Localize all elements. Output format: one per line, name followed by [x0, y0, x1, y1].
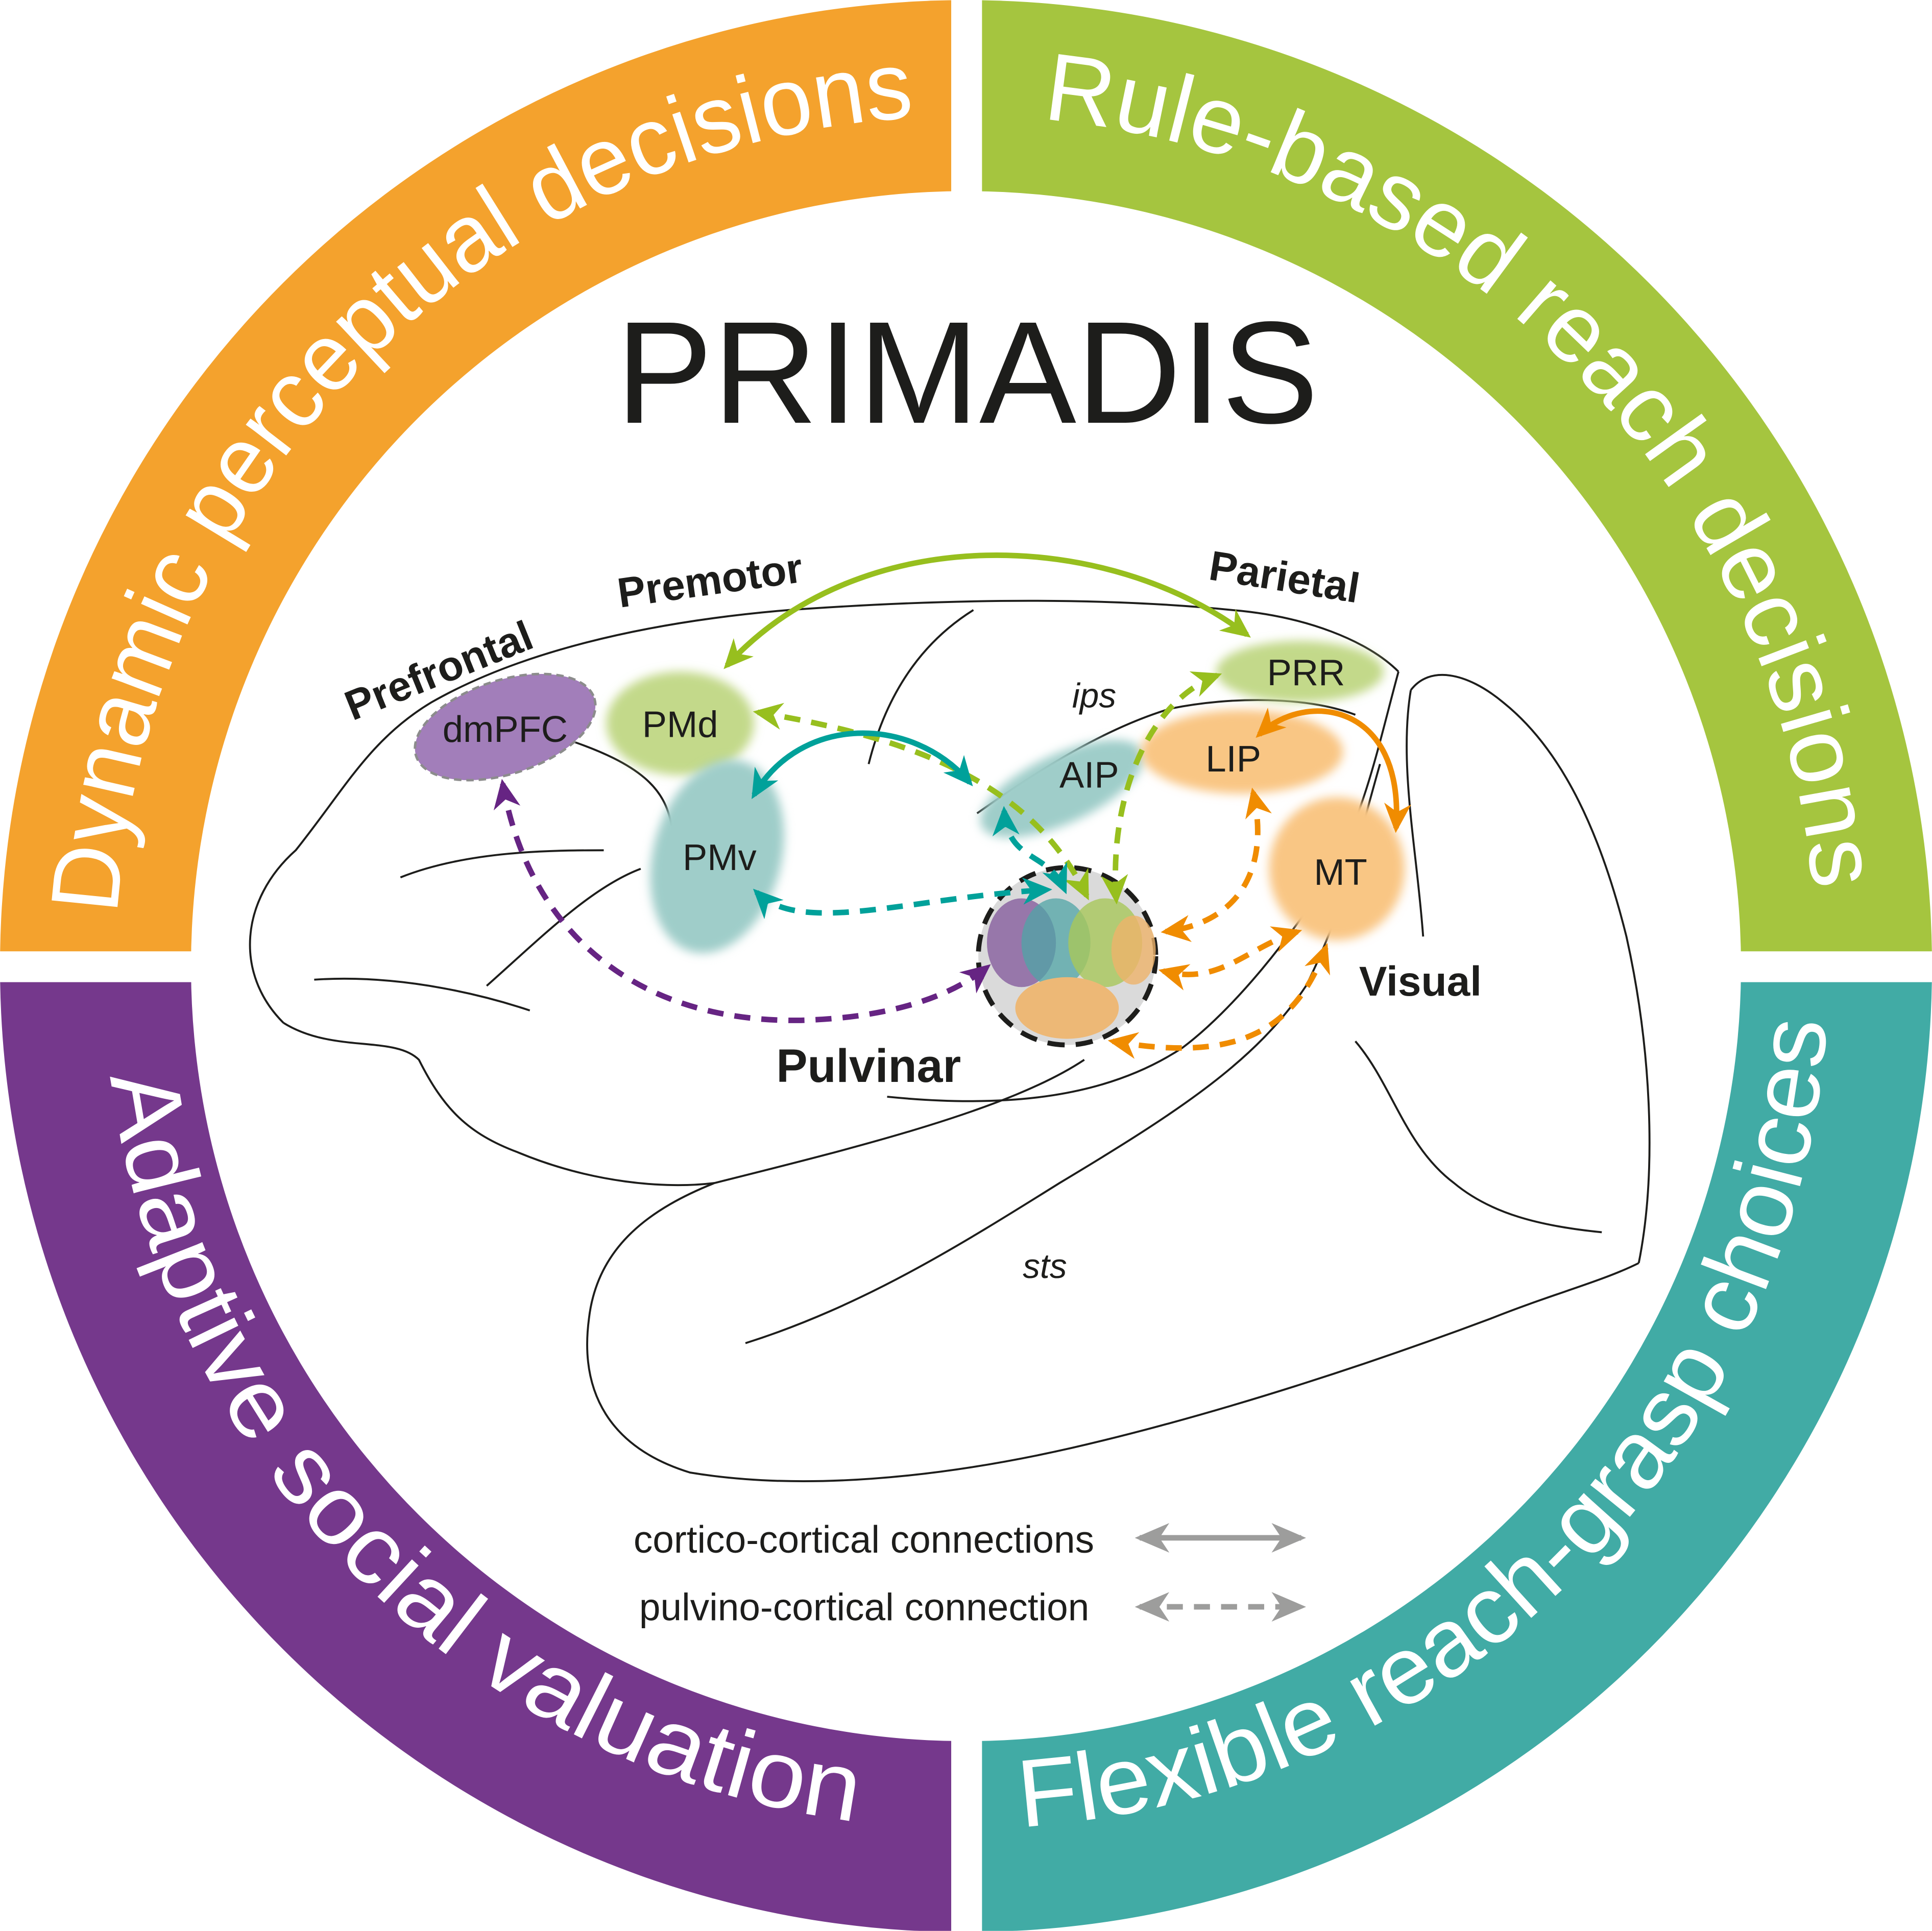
connection-pmd-prr [723, 552, 1251, 669]
connection-prr-pulvinar [1101, 671, 1222, 905]
pulvinar-teal-subregion [1021, 898, 1091, 987]
area-mt [1269, 797, 1405, 940]
area-dmpfc [414, 672, 597, 782]
legend: cortico-cortical connections pulvino-cor… [634, 1518, 1307, 1629]
lobe-label-pulvinar: Pulvinar [776, 1040, 961, 1092]
connection-aip-pulvinar [992, 806, 1068, 895]
area-label-mt: MT [1314, 852, 1367, 893]
area-label-aip: AIP [1059, 754, 1119, 795]
connection-lip-pulvinar [1161, 787, 1272, 942]
connection-lip-mt [1255, 708, 1411, 833]
lobe-label-visual: Visual [1359, 958, 1482, 1005]
sulcus-label-sts: sts [1023, 1247, 1067, 1286]
connection-mt-pulvinar-lower [1107, 943, 1330, 1059]
area-label-lip: LIP [1205, 738, 1261, 780]
area-pmd [606, 671, 754, 776]
area-label-pmv: PMv [683, 837, 757, 878]
area-label-dmpfc: dmPFC [443, 709, 568, 750]
area-label-pmd: PMd [642, 704, 718, 745]
connection-pmv-aip [752, 730, 973, 800]
connection-dmpfc-pulvinar [493, 779, 991, 1023]
area-prr [1216, 641, 1384, 703]
page-title: PRIMADIS [616, 292, 1319, 454]
sulcus-label-ips: ips [1072, 677, 1116, 715]
legend-label-dashed: pulvino-cortical connection [639, 1586, 1089, 1629]
area-label-prr: PRR [1267, 652, 1345, 693]
legend-label-solid: cortico-cortical connections [634, 1518, 1094, 1561]
pulvinar-orange-lower-subregion [1015, 977, 1119, 1039]
connections [493, 552, 1411, 1059]
pulvinar-orange-subregion [1111, 915, 1156, 985]
